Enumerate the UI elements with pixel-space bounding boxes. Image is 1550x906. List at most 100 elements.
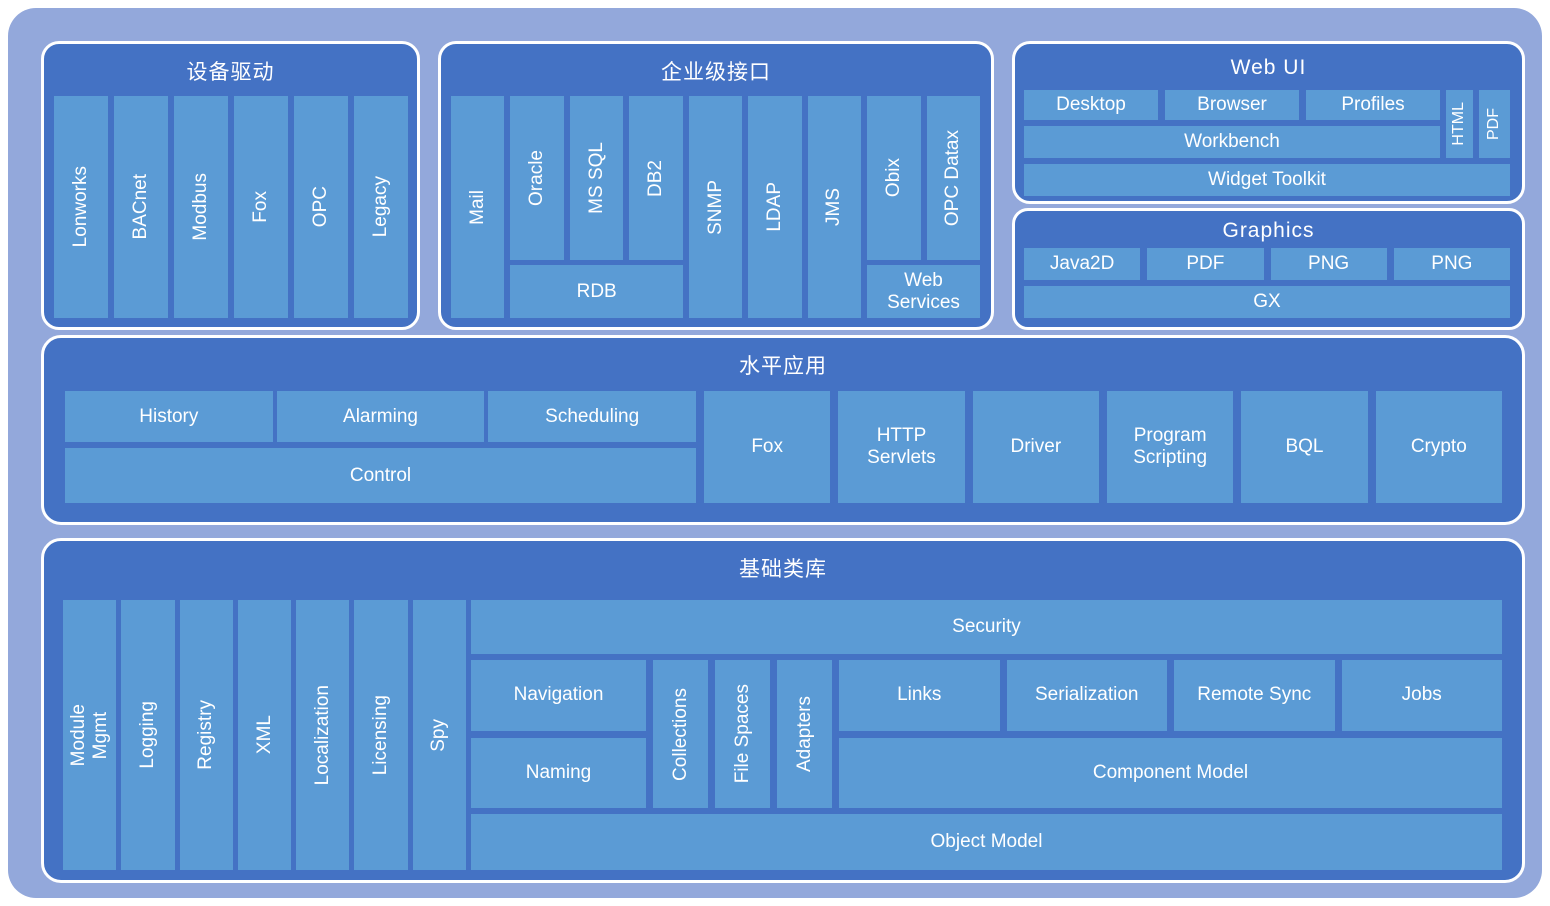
box-browser: Browser <box>1165 90 1299 120</box>
box-file-spaces: File Spaces <box>715 660 770 808</box>
box-opc-datax: OPC Datax <box>926 96 981 260</box>
box-registry: Registry <box>179 600 233 870</box>
box-opc-label: OPC <box>310 186 332 228</box>
panel-graphics: Graphics Java2D PDF PNG PNG GX <box>1012 208 1525 330</box>
box-localization-label: Localization <box>311 684 333 786</box>
box-desktop: Desktop <box>1024 90 1158 120</box>
horizontal-apps-content: History Alarming Scheduling Control Fox … <box>65 391 1502 503</box>
box-jobs: Jobs <box>1341 660 1502 731</box>
box-modbus: Modbus <box>174 96 228 318</box>
box-program-scripting: Program Scripting <box>1106 391 1234 503</box>
box-security: Security <box>471 600 1502 654</box>
box-web-services: Web Services <box>866 265 980 318</box>
box-bacnet: BACnet <box>114 96 168 318</box>
graphics-content: Java2D PDF PNG PNG GX <box>1024 248 1510 318</box>
box-serialization: Serialization <box>1006 660 1167 731</box>
box-object-model: Object Model <box>471 814 1502 870</box>
box-adapters: Adapters <box>777 660 832 808</box>
rdb-group: Oracle MS SQL DB2 RDB <box>510 96 684 318</box>
box-lonworks-label: Lonworks <box>70 166 92 248</box>
box-html: HTML <box>1446 90 1473 158</box>
box-adapters-label: Adapters <box>793 695 815 773</box>
box-localization: Localization <box>296 600 350 870</box>
box-http-servlets: HTTP Servlets <box>838 391 965 503</box>
panel-title-graphics: Graphics <box>1222 219 1315 242</box>
box-file-spaces-label: File Spaces <box>731 684 753 784</box>
box-modbus-label: Modbus <box>190 173 212 241</box>
box-navigation: Navigation <box>471 660 646 731</box>
box-legacy-label: Legacy <box>370 176 392 238</box>
box-control: Control <box>65 448 696 503</box>
box-xml: XML <box>237 600 292 870</box>
box-png-1: PNG <box>1270 248 1387 280</box>
box-mail-label: Mail <box>466 189 488 225</box>
box-module-mgmt: Module Mgmt <box>63 600 117 870</box>
box-opc-datax-label: OPC Datax <box>942 129 964 227</box>
panel-title-foundation: 基础类库 <box>739 558 827 581</box>
box-profiles: Profiles <box>1306 90 1440 120</box>
box-opc: OPC <box>294 96 348 318</box>
box-xml-label: XML <box>253 715 275 755</box>
box-legacy: Legacy <box>354 96 408 318</box>
box-gx: GX <box>1024 286 1510 318</box>
box-bacnet-label: BACnet <box>130 174 152 240</box>
box-driver: Driver <box>972 391 1099 503</box>
box-registry-label: Registry <box>195 700 217 770</box>
panel-device-drivers: 设备驱动 Lonworks BACnet Modbus Fox OPC Lega… <box>41 41 420 330</box>
box-jms-label: JMS <box>823 188 845 226</box>
box-fox: Fox <box>704 391 831 503</box>
enterprise-interfaces-columns: Mail Oracle MS SQL DB2 RDB SNMP LDAP JMS… <box>451 96 981 318</box>
box-ms-sql-label: MS SQL <box>585 142 607 214</box>
box-mail: Mail <box>451 96 505 318</box>
box-jms: JMS <box>807 96 861 318</box>
web-services-group: Obix OPC Datax Web Services <box>866 96 981 318</box>
panel-enterprise-interfaces: 企业级接口 Mail Oracle MS SQL DB2 RDB SNMP LD… <box>438 41 994 330</box>
box-html-label: HTML <box>1450 102 1468 146</box>
box-pdf-label: PDF <box>1485 108 1503 140</box>
control-stack: History Alarming Scheduling Control <box>65 391 697 503</box>
box-licensing: Licensing <box>354 600 408 870</box>
box-snmp: SNMP <box>689 96 743 318</box>
box-ldap: LDAP <box>748 96 802 318</box>
panel-foundation: 基础类库 Module Mgmt Logging Registry XML Lo… <box>41 538 1525 883</box>
panel-title-web-ui: Web UI <box>1230 56 1307 79</box>
panel-title-enterprise-interfaces: 企业级接口 <box>661 61 771 84</box>
device-drivers-columns: Lonworks BACnet Modbus Fox OPC Legacy <box>54 96 408 318</box>
panel-title-horizontal-apps: 水平应用 <box>739 355 827 378</box>
box-obix: Obix <box>866 96 921 260</box>
box-crypto: Crypto <box>1375 391 1502 503</box>
box-snmp-label: SNMP <box>704 179 726 235</box>
panel-web-ui: Web UI Desktop Browser Profiles Workbenc… <box>1012 41 1525 204</box>
panel-title-device-drivers: 设备驱动 <box>186 61 275 84</box>
panel-horizontal-apps: 水平应用 History Alarming Scheduling Control… <box>41 335 1525 525</box>
box-ldap-label: LDAP <box>764 182 786 232</box>
diagram-canvas: 设备驱动 Lonworks BACnet Modbus Fox OPC Lega… <box>8 8 1542 898</box>
box-history: History <box>65 391 273 442</box>
box-scheduling: Scheduling <box>488 391 697 442</box>
box-oracle-label: Oracle <box>526 150 548 206</box>
box-widget-toolkit: Widget Toolkit <box>1024 164 1510 196</box>
box-remote-sync: Remote Sync <box>1174 660 1335 731</box>
box-links: Links <box>839 660 1000 731</box>
box-naming: Naming <box>471 737 646 808</box>
box-obix-label: Obix <box>882 158 904 198</box>
box-component-model: Component Model <box>839 737 1502 808</box>
box-java2d: Java2D <box>1024 248 1141 280</box>
foundation-columns: Module Mgmt Logging Registry XML Localiz… <box>63 600 466 870</box>
box-ms-sql: MS SQL <box>569 96 624 260</box>
box-db2-label: DB2 <box>645 159 667 197</box>
box-licensing-label: Licensing <box>370 694 392 776</box>
nav-stack: Navigation Naming <box>471 660 646 808</box>
box-module-mgmt-label: Module Mgmt <box>67 703 111 767</box>
box-fox-driver-label: Fox <box>250 191 272 223</box>
box-collections-label: Collections <box>669 687 691 781</box>
box-lonworks: Lonworks <box>54 96 108 318</box>
box-logging: Logging <box>121 600 175 870</box>
web-ui-content: Desktop Browser Profiles Workbench HTML … <box>1024 90 1510 196</box>
box-spy: Spy <box>412 600 466 870</box>
box-png-2: PNG <box>1393 248 1510 280</box>
foundation-content: Module Mgmt Logging Registry XML Localiz… <box>63 600 1502 870</box>
box-bql: BQL <box>1241 391 1368 503</box>
box-rdb: RDB <box>510 265 684 318</box>
box-pdf-graphics: PDF <box>1147 248 1264 280</box>
